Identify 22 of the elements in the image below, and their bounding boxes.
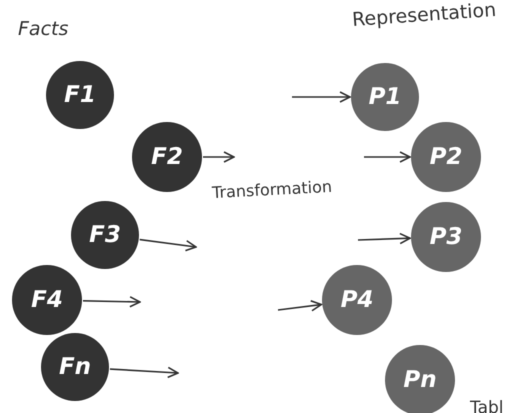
arrow	[110, 366, 179, 378]
node-label: P3	[430, 224, 462, 250]
node-label: Fn	[58, 354, 92, 380]
arrow	[364, 151, 411, 163]
node-label: P1	[368, 84, 402, 110]
arrow	[292, 91, 351, 103]
heading: Facts	[18, 18, 68, 40]
node-label: F2	[151, 144, 183, 170]
node-label: F1	[64, 82, 96, 108]
node-label: P4	[340, 287, 374, 313]
cut-off-text: Tabl	[470, 398, 504, 413]
arrow	[278, 300, 322, 312]
arrow	[358, 232, 411, 244]
heading: Transformation	[212, 176, 332, 202]
node-label: Pn	[403, 367, 437, 393]
arrow	[203, 151, 235, 163]
node-label: F3	[89, 222, 121, 248]
node-label: F4	[31, 287, 63, 313]
arrow	[140, 238, 197, 252]
node-label: P2	[430, 144, 462, 170]
arrow	[82, 296, 141, 308]
heading: Representation	[351, 0, 497, 31]
